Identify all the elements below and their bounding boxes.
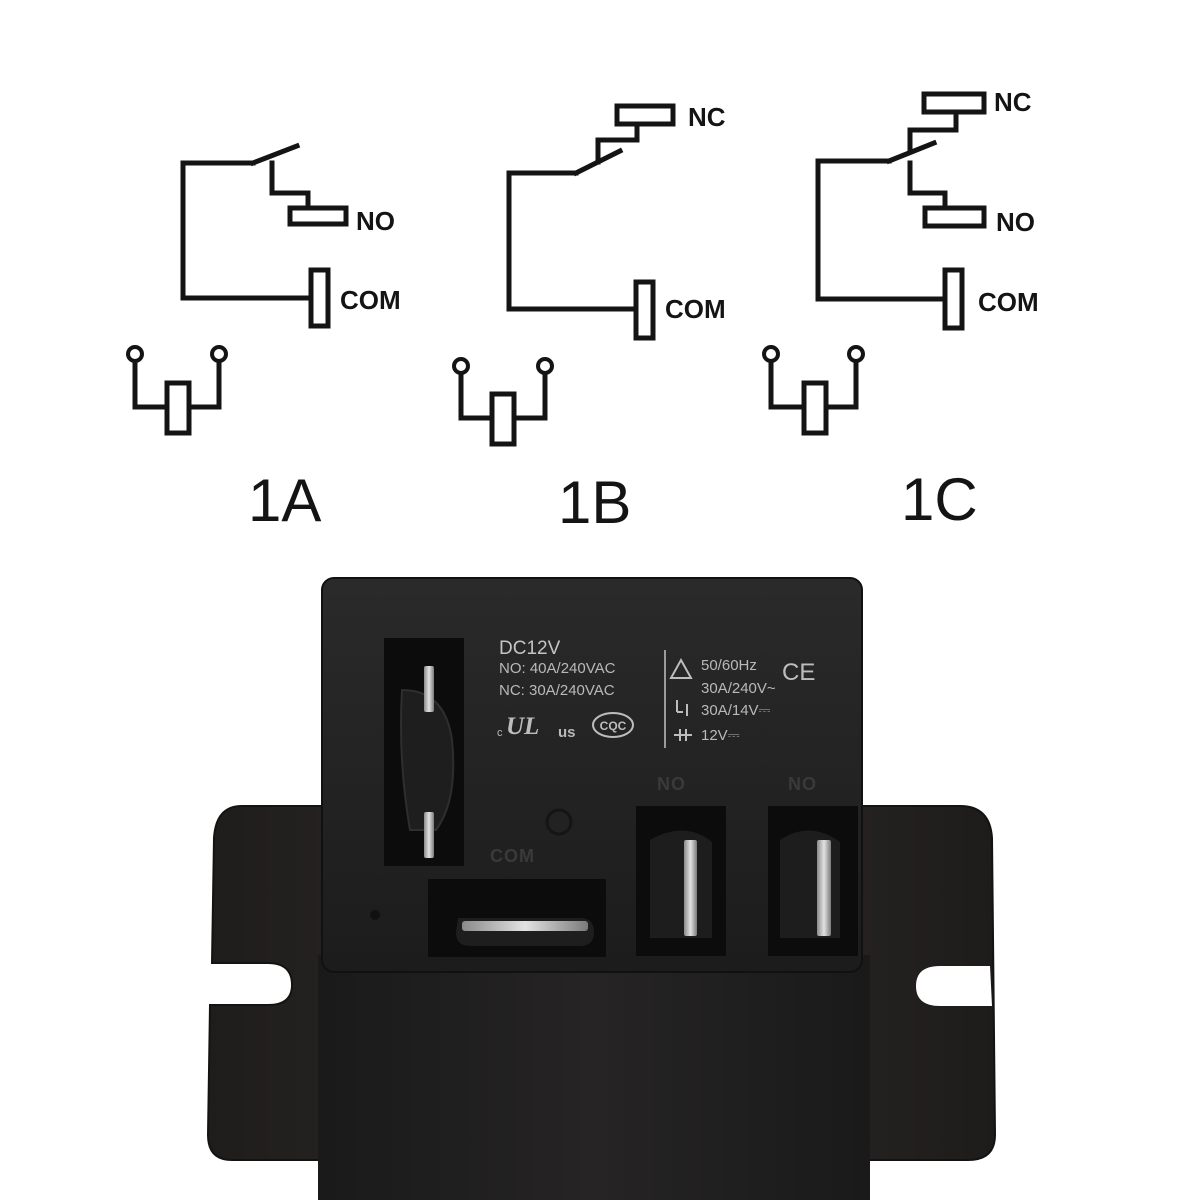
no-label: NO (356, 206, 395, 236)
coil-terminal-icon (847, 345, 865, 363)
no-lead (269, 160, 311, 211)
cqc-mark-icon: CQC (592, 712, 634, 738)
relay-photo: COM NO NO DC12V NO: 40A/240VAC NC: 30A/2… (206, 577, 997, 1200)
nc-label: NC (994, 87, 1032, 117)
locator-hole (545, 808, 573, 836)
molded-no-right-label: NO (788, 774, 817, 794)
pin1-dot (370, 910, 380, 920)
type-label-1b: 1B (558, 469, 631, 536)
com-terminal-slot (428, 879, 606, 957)
ce-mark-icon: CE (782, 659, 815, 686)
no-terminal-slot-right (768, 806, 858, 956)
no-lead (907, 160, 948, 211)
molded-no-left-label: NO (657, 774, 686, 794)
diagram-1c: NC NO COM 1C (762, 87, 1039, 533)
com-label: COM (978, 287, 1039, 317)
no-contact (287, 205, 349, 227)
frequency-print: 50/60Hz (701, 657, 757, 674)
com-contact (633, 279, 656, 341)
no-label: NO (996, 207, 1035, 237)
nc-contact (921, 91, 987, 115)
molded-com-label: COM (490, 846, 535, 866)
coil-symbol-icon (674, 729, 692, 741)
diagram-1b: NC COM 1B (452, 102, 726, 536)
type-label-1c: 1C (901, 466, 978, 533)
no-rating-print: NO: 40A/240VAC (499, 660, 616, 677)
coil-terminal-icon (536, 357, 554, 375)
ul-logo-icon: UL (506, 713, 539, 740)
com-label: COM (340, 285, 401, 315)
coil-symbol (452, 357, 554, 447)
mounting-slot (916, 966, 992, 1006)
nc-label: NC (688, 102, 726, 132)
com-contact (308, 267, 331, 329)
contact-symbol-icon (676, 700, 688, 716)
nc-lead (595, 121, 640, 165)
type-label-1a: 1A (248, 467, 321, 534)
ul-suffix-print: us (558, 724, 576, 741)
no-contact (922, 205, 987, 229)
nc-lead (907, 110, 959, 155)
coil-terminal-icon (126, 345, 144, 363)
relay-body-lower (318, 955, 870, 1200)
nc-rating-print: NC: 30A/240VAC (499, 682, 615, 699)
coil-terminal-icon (762, 345, 780, 363)
com-wire (180, 160, 311, 301)
ac-rating-print: 30A/240V~ (701, 680, 776, 697)
nc-terminal-slot (384, 638, 464, 866)
coil-terminal-icon (210, 345, 228, 363)
voltage-print: DC12V (499, 638, 561, 659)
nc-contact (614, 103, 676, 127)
coil-terminal-icon (452, 357, 470, 375)
coil-symbol (126, 345, 228, 436)
com-wire (506, 170, 641, 312)
svg-text:CQC: CQC (600, 719, 627, 733)
diagram-1a: NO COM 1A (126, 142, 401, 534)
switch-blade (249, 142, 301, 167)
com-wire (815, 158, 949, 302)
com-label: COM (665, 294, 726, 324)
dc-rating-print: 30A/14V⎓ (701, 702, 771, 719)
coil-voltage-print: 12V⎓ (701, 727, 740, 744)
com-contact (942, 267, 965, 331)
warning-triangle-icon (669, 657, 693, 679)
no-terminal-slot-left (636, 806, 726, 956)
ul-prefix-print: c (497, 727, 503, 739)
coil-symbol (762, 345, 865, 436)
